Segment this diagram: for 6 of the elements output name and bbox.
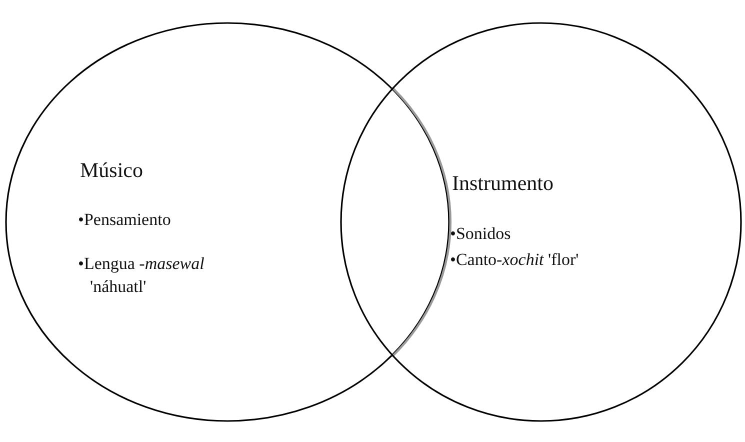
bullet-item: •Pensamiento xyxy=(78,209,171,231)
bullet-item: •Lengua -masewal 'náhuatl' xyxy=(78,253,206,298)
circle-heading: Instrumento xyxy=(452,171,554,196)
circle-heading: Músico xyxy=(80,158,143,183)
bullet-item: •Sonidos xyxy=(450,223,511,245)
bullet-item: •Canto-xochit 'flor' xyxy=(450,249,579,271)
